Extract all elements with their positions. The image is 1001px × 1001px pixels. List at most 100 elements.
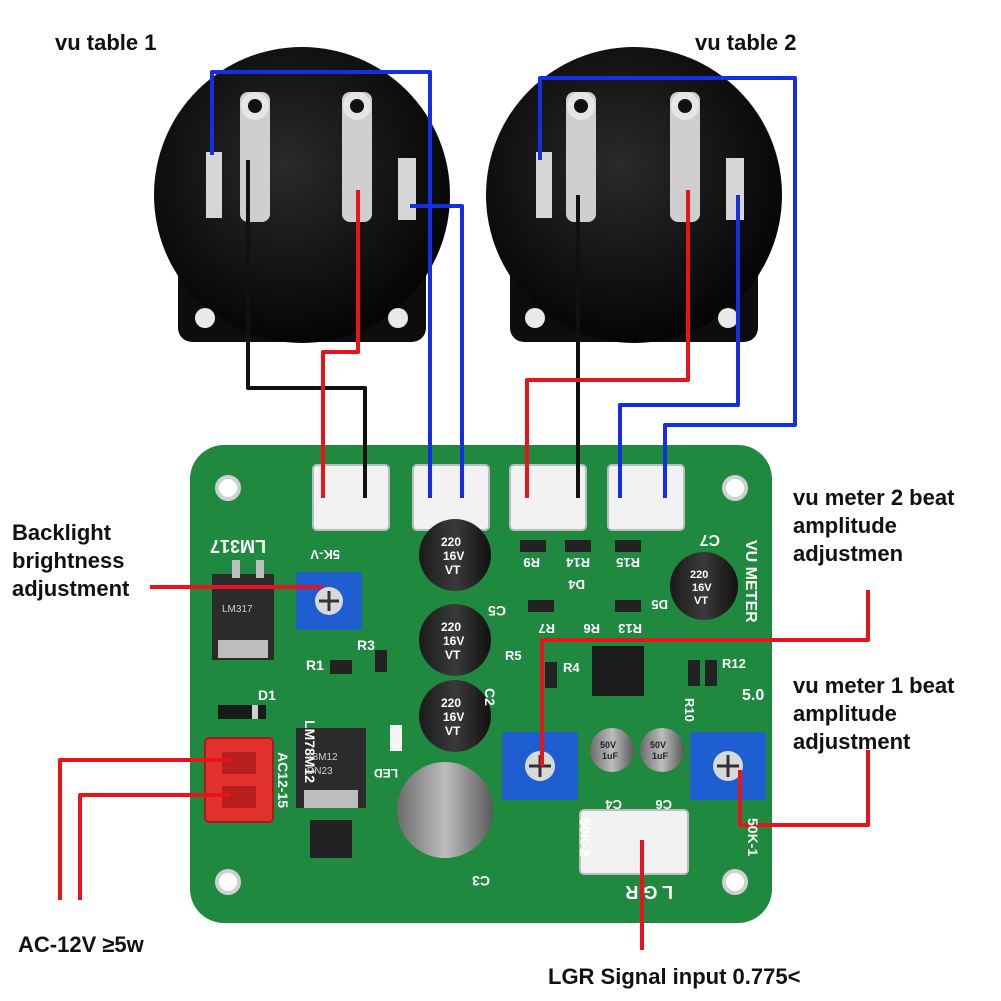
silk-r12: R12 [722, 656, 746, 671]
silk-50k-2: 50K-2 [577, 818, 593, 856]
label-signal-input: LGR Signal input 0.775< [548, 964, 801, 989]
label-power-input: AC-12V ≥5w [18, 932, 144, 957]
silk-r1: R1 [306, 657, 324, 673]
silk-r5: R5 [505, 648, 522, 663]
label-vu2-line1: vu meter 2 beat [793, 485, 955, 510]
capacitor-c4 [590, 728, 634, 772]
capacitor-c3 [397, 762, 493, 858]
cap-mark: 1uF [602, 751, 619, 761]
silkscreen-text: LM317 5K-V R3 R1 D1 AC12-15 LM78M12 LED … [210, 531, 764, 902]
pcb-hole [215, 475, 241, 501]
cap-mark: 220 [441, 620, 461, 634]
cap-mark: 1uF [652, 751, 669, 761]
silk-c6: C6 [655, 797, 672, 812]
silk-r13: R13 [618, 621, 642, 636]
silk-c2: C2 [482, 688, 498, 706]
silk-d4: D4 [568, 577, 585, 592]
pcb-board [190, 445, 772, 923]
wire-power-b [78, 793, 230, 900]
terminal-positive [670, 92, 700, 222]
silk-r7: R7 [538, 621, 555, 636]
silk-d5: D5 [651, 597, 668, 612]
op-amp-chip [592, 646, 644, 696]
silk-50k-1: 50K-1 [745, 818, 761, 856]
pointer-vu1 [738, 750, 870, 827]
silk-lm317: LM317 [210, 536, 266, 556]
silk-d1: D1 [258, 687, 276, 703]
silk-ac12-15: AC12-15 [275, 752, 291, 808]
cap-mark: 16V [443, 634, 464, 648]
label-vu-table-1: vu table 1 [55, 30, 157, 55]
label-vu1-line1: vu meter 1 beat [793, 673, 955, 698]
label-vu1-line2: amplitude [793, 701, 897, 726]
silk-lgr: L G R [625, 882, 673, 902]
cap-mark: 50V [650, 740, 666, 750]
label-vu-table-2: vu table 2 [695, 30, 797, 55]
silk-c5: C5 [488, 603, 506, 619]
pcb-hole [722, 475, 748, 501]
cap-mark: 220 [441, 535, 461, 549]
terminal-lamp-left [206, 152, 222, 218]
cap-mark: 220 [690, 569, 708, 581]
capacitor-220uf [419, 519, 738, 752]
terminal-negative [566, 92, 596, 222]
silk-c4: C4 [605, 797, 622, 812]
terminal-lamp-right [726, 158, 744, 220]
wiring [58, 70, 870, 950]
wire-power-a [58, 758, 230, 900]
pcb-hole [722, 869, 748, 895]
cap-mark: VT [445, 648, 461, 662]
cap-mark: 16V [443, 549, 464, 563]
vu-meter-1 [154, 47, 450, 343]
silk-version: 5.0 [742, 687, 764, 704]
cap-mark: VT [694, 595, 708, 607]
silk-r10: R10 [682, 698, 697, 722]
chip-mark: 78M12 [307, 752, 338, 763]
cap-mark: VT [445, 724, 461, 738]
wire-blue-meter2-lamp-left [538, 76, 797, 498]
silk-r3: R3 [357, 637, 375, 653]
cap-mark: 16V [692, 582, 712, 594]
trimmer-vu1 [690, 732, 766, 800]
label-backlight-line3: adjustment [12, 576, 130, 601]
vu-meter-1-body [154, 47, 450, 343]
label-backlight-line1: Backlight [12, 520, 112, 545]
pointer-vu2 [540, 590, 870, 766]
silk-r9: R9 [523, 555, 540, 570]
terminal-lamp-left [536, 152, 552, 218]
led [390, 725, 402, 751]
silk-r15: R15 [616, 555, 640, 570]
silk-r14: R14 [565, 555, 590, 570]
silk-5k-v: 5K-V [310, 547, 340, 562]
label-vu2-line3: adjustmen [793, 541, 904, 566]
silk-led: LED [374, 766, 398, 780]
cap-mark: 16V [443, 710, 464, 724]
terminal-positive [342, 92, 372, 222]
cap-mark: 220 [441, 696, 461, 710]
mount-hole [718, 308, 738, 328]
smd-resistors [330, 540, 717, 688]
vu-meter-2-body [486, 47, 782, 343]
wire-black-meter1 [246, 160, 367, 498]
wire-red-meter1 [321, 190, 360, 498]
wire-blue-meter1-lamp-left [210, 70, 432, 498]
label-vu1-line3: adjustment [793, 729, 911, 754]
terminal-lamp-right [398, 158, 416, 220]
label-vu2-line2: amplitude [793, 513, 897, 538]
trimmer-backlight [296, 572, 362, 630]
silk-c3: C3 [472, 873, 490, 889]
bridge-rectifier [310, 820, 352, 858]
capacitor-markings: 220 16V VT 220 16V VT 220 16V VT 220 16V… [222, 535, 712, 777]
wire-blue-meter2-lamp-right [618, 195, 740, 498]
silk-lm78m12: LM78M12 [302, 720, 318, 783]
chip-mark: DN23 [307, 766, 333, 777]
chip-mark: LM317 [222, 604, 253, 615]
capacitor-c6 [640, 728, 684, 772]
cap-mark: VT [445, 563, 461, 577]
pcb-hole [215, 869, 241, 895]
diode-d1 [218, 705, 266, 719]
mount-hole [525, 308, 545, 328]
silk-r6: R6 [583, 621, 600, 636]
